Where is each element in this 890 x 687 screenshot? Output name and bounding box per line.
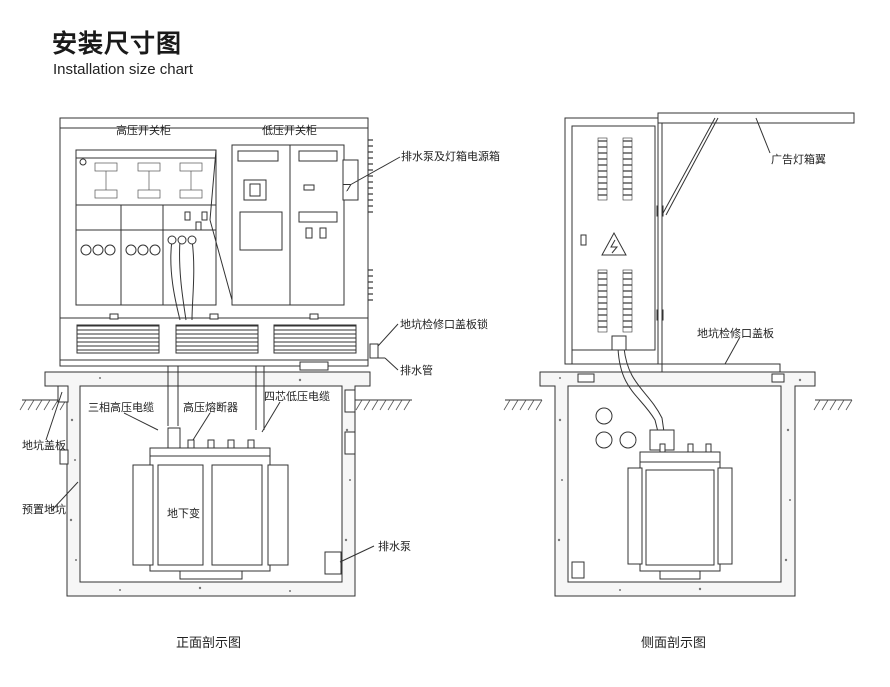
- front-view: 高压开关柜 低压开关柜 排水泵及灯箱电源箱 地坑检修口盖板锁 排水管 三相高压电…: [19, 117, 500, 651]
- side-cabinet: [564, 117, 664, 365]
- page-subtitle: Installation size chart: [53, 61, 194, 78]
- label-reserved-pit: 预置地坑: [22, 502, 66, 516]
- side-transformer: [627, 429, 733, 580]
- label-hv-cabinet: 高压开关柜: [116, 123, 171, 137]
- label-drain-pipe: 排水管: [400, 363, 433, 377]
- label-pit-service-cover: 地坑检修口盖板: [697, 326, 774, 340]
- label-four-core-lv-cable: 四芯低压电缆: [264, 389, 330, 403]
- label-drain-pump: 排水泵: [378, 539, 411, 553]
- side-conduits: [595, 407, 637, 449]
- front-caption: 正面剖示图: [176, 636, 241, 651]
- label-pump-light-power: 排水泵及灯箱电源箱: [401, 149, 500, 163]
- label-pit-cover: 地坑盖板: [22, 438, 66, 452]
- page-title: 安装尺寸图: [52, 29, 183, 58]
- label-three-phase-hv-cable: 三相高压电缆: [88, 400, 154, 414]
- side-ground-surface: [503, 399, 853, 411]
- side-annotations: [724, 117, 771, 365]
- label-underground-transformer: 地下变: [167, 506, 200, 520]
- front-annotations: [45, 156, 401, 563]
- hv-switchgear-panel: [75, 149, 233, 321]
- side-caption: 侧面剖示图: [641, 636, 706, 651]
- label-pit-cover-lock: 地坑检修口盖板锁: [400, 317, 488, 331]
- underground-transformer: [132, 427, 289, 580]
- label-billboard-wing: 广告灯箱翼: [771, 152, 826, 166]
- side-view: 广告灯箱翼 地坑检修口盖板 侧面剖示图: [503, 112, 855, 651]
- lv-switchgear-panel: [231, 144, 359, 306]
- label-hv-fuse: 高压熔断器: [183, 400, 238, 414]
- label-lv-cabinet: 低压开关柜: [262, 123, 317, 137]
